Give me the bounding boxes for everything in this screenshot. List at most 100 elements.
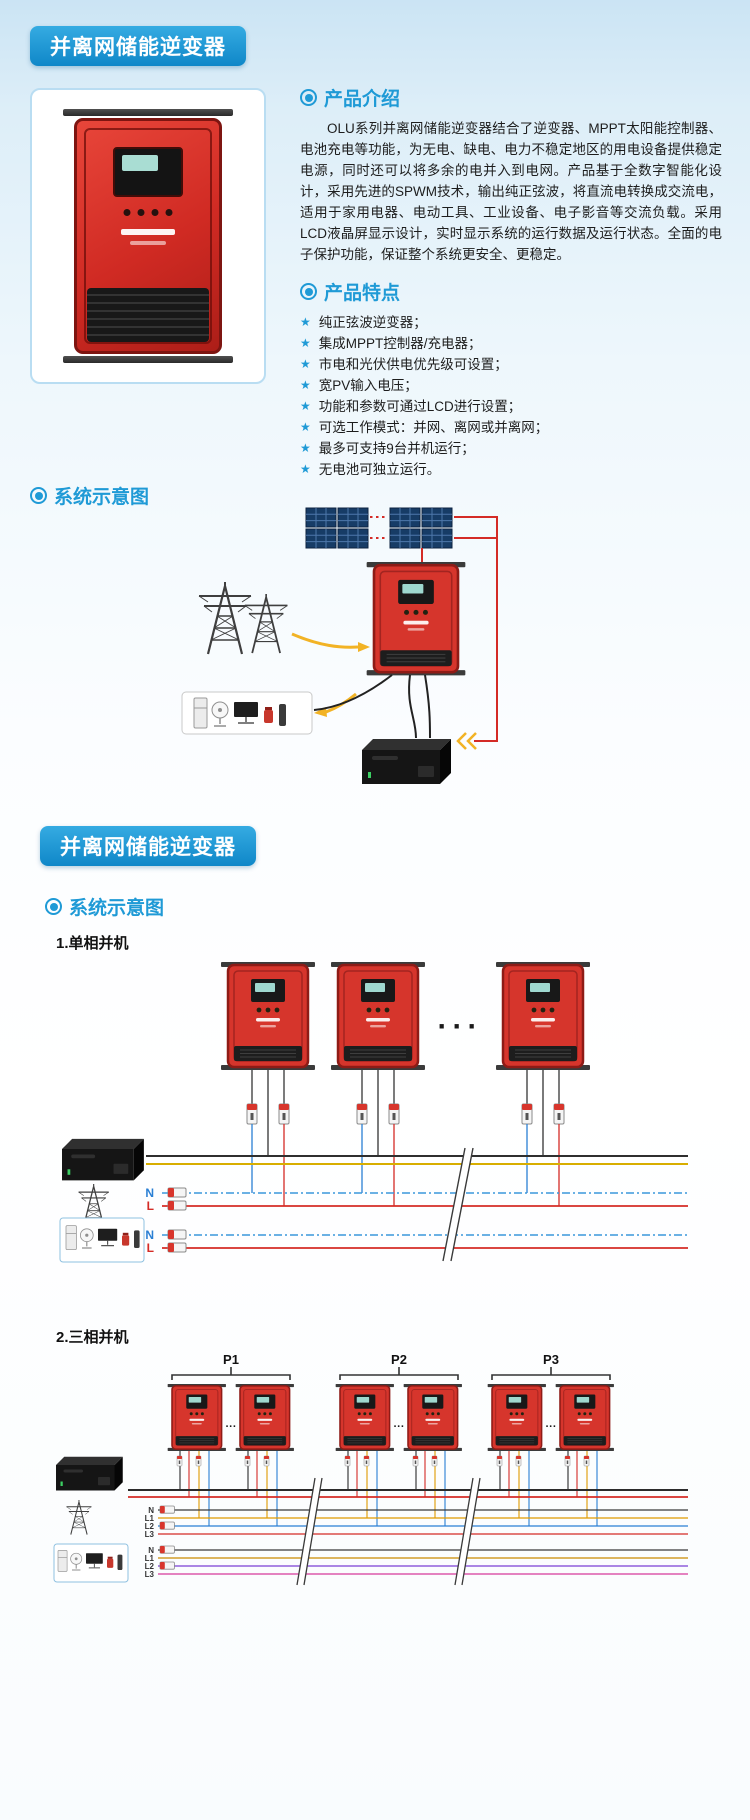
feature-item: ★ 无电池可独立运行。 (300, 459, 722, 480)
inverter-icon (166, 1383, 227, 1452)
three-phase-label: 2.三相并机 (56, 1329, 129, 1346)
section-bullet-icon (300, 89, 317, 106)
phase-label: P3 (543, 1352, 559, 1367)
wire-label-l3: L3 (145, 1530, 155, 1539)
breaker-icon (167, 1200, 187, 1211)
breaker-icon (159, 1545, 175, 1554)
section-bullet-icon (300, 283, 317, 301)
three-phase-diagram: P1 ··· P2 ··· P3 ··· (53, 1352, 688, 1586)
breaker-icon (167, 1187, 187, 1198)
phase-bracket (339, 1367, 459, 1380)
system-heading-bottom-row: 系统示意图 (45, 893, 164, 920)
feature-item: ★ 可选工作模式：并网、离网或并离网； (300, 417, 722, 438)
feature-text: 可选工作模式：并网、离网或并离网； (318, 420, 549, 436)
solar-array-right (389, 507, 453, 549)
inverter-wiring (246, 1070, 290, 1206)
grid-tower-icon (197, 580, 253, 656)
system-diagram-overview (181, 507, 498, 784)
inverter-body (74, 118, 222, 354)
wire-label-n: N (145, 1228, 154, 1242)
more-units-ellipsis: ··· (394, 1421, 405, 1433)
inverter-icon (329, 960, 427, 1072)
inverter-icon (234, 1383, 295, 1452)
more-units-ellipsis: ··· (226, 1421, 237, 1433)
inverter-wiring (521, 1070, 565, 1206)
phase-bracket (491, 1367, 611, 1380)
inverter-icon (486, 1383, 547, 1452)
battery-icon (56, 1456, 123, 1491)
phase-group-1: P1 ··· (166, 1352, 295, 1452)
star-icon: ★ (300, 420, 311, 435)
phase-label: P1 (223, 1352, 239, 1367)
product-title-badge-middle: 并离网储能逆变器 (40, 826, 256, 866)
break-mark (296, 1477, 323, 1586)
break-mark (454, 1477, 481, 1586)
feature-text: 最多可支持9台并机运行； (318, 441, 475, 457)
inverter-brand-mark (121, 229, 175, 235)
feature-text: 市电和光伏供电优先级可设置； (318, 357, 508, 373)
breaker-icon (159, 1505, 175, 1514)
inverter-drops (179, 1451, 598, 1526)
inverter-icon (365, 560, 467, 677)
inverter-buttons (123, 209, 173, 216)
features-heading-row: 产品特点 (300, 278, 722, 305)
inverter-icon (554, 1383, 615, 1452)
inverter-icon (219, 960, 317, 1072)
feature-list: ★ 纯正弦波逆变器； ★ 集成MPPT控制器/充电器； ★ 市电和光伏供电优先级可设置… (300, 312, 722, 480)
feature-item: ★ 纯正弦波逆变器； (300, 312, 722, 333)
solar-array-left (305, 507, 369, 549)
grid-tower-icon-2 (243, 593, 289, 654)
system-heading-top-row: 系统示意图 (30, 482, 149, 509)
inverter-mount-bracket (63, 109, 233, 116)
wire-label-l2: L2 (145, 1562, 155, 1571)
system-heading-bottom: 系统示意图 (69, 898, 165, 919)
dc-cables (313, 674, 431, 739)
arrowhead (358, 642, 370, 652)
single-phase-diagram: ··· (59, 960, 688, 1263)
inverter-mount-bracket-bottom (63, 356, 233, 363)
feature-item: ★ 最多可支持9台并机运行； (300, 438, 722, 459)
feature-text: 纯正弦波逆变器； (318, 315, 427, 331)
wire-label-l: L (147, 1199, 154, 1213)
break-mark (442, 1147, 474, 1262)
feature-text: 集成MPPT控制器/充电器； (318, 336, 482, 352)
breaker-icon (167, 1229, 187, 1240)
grid-tower-icon (65, 1499, 92, 1536)
breaker-icon (167, 1242, 187, 1253)
phase-group-3: P3 ··· (486, 1352, 615, 1452)
breaker-icon (159, 1521, 175, 1530)
more-units-ellipsis: ··· (546, 1421, 557, 1433)
single-phase-label: 1.单相并机 (56, 935, 129, 952)
inverter-icon (402, 1383, 463, 1452)
wire-label-n: N (148, 1506, 154, 1515)
wire-label-l1: L1 (145, 1554, 155, 1563)
phase-group-2: P2 ··· (334, 1352, 463, 1452)
feature-item: ★ 市电和光伏供电优先级可设置； (300, 354, 722, 375)
star-icon: ★ (300, 462, 311, 477)
more-units-ellipsis: ··· (438, 1010, 483, 1043)
battery-icon (62, 1138, 144, 1181)
wire-label-l1: L1 (145, 1514, 155, 1523)
feature-text: 无电池可独立运行。 (318, 462, 441, 478)
energy-flow-arrow-grid (291, 632, 359, 649)
product-title-badge-top: 并离网储能逆变器 (30, 26, 246, 66)
star-icon: ★ (300, 357, 311, 372)
pv-dotted-wire (370, 516, 388, 539)
phase-bracket (171, 1367, 291, 1380)
star-icon: ★ (300, 336, 311, 351)
star-icon: ★ (300, 441, 311, 456)
intro-heading: 产品介绍 (324, 89, 401, 110)
intro-heading-row: 产品介绍 (300, 84, 722, 111)
section-bullet-icon (30, 487, 47, 504)
star-icon: ★ (300, 378, 311, 393)
breaker-icon (159, 1561, 175, 1570)
inverter-vent-grille (87, 288, 209, 342)
feature-item: ★宽PV输入电压； (300, 375, 722, 396)
battery-icon (362, 739, 451, 784)
inverter-mini-breakers (176, 1455, 590, 1467)
star-icon: ★ (300, 315, 311, 330)
features-heading: 产品特点 (324, 283, 401, 305)
wire-label-l2: L2 (145, 1522, 155, 1531)
energy-flow-chevrons-battery (456, 732, 477, 750)
